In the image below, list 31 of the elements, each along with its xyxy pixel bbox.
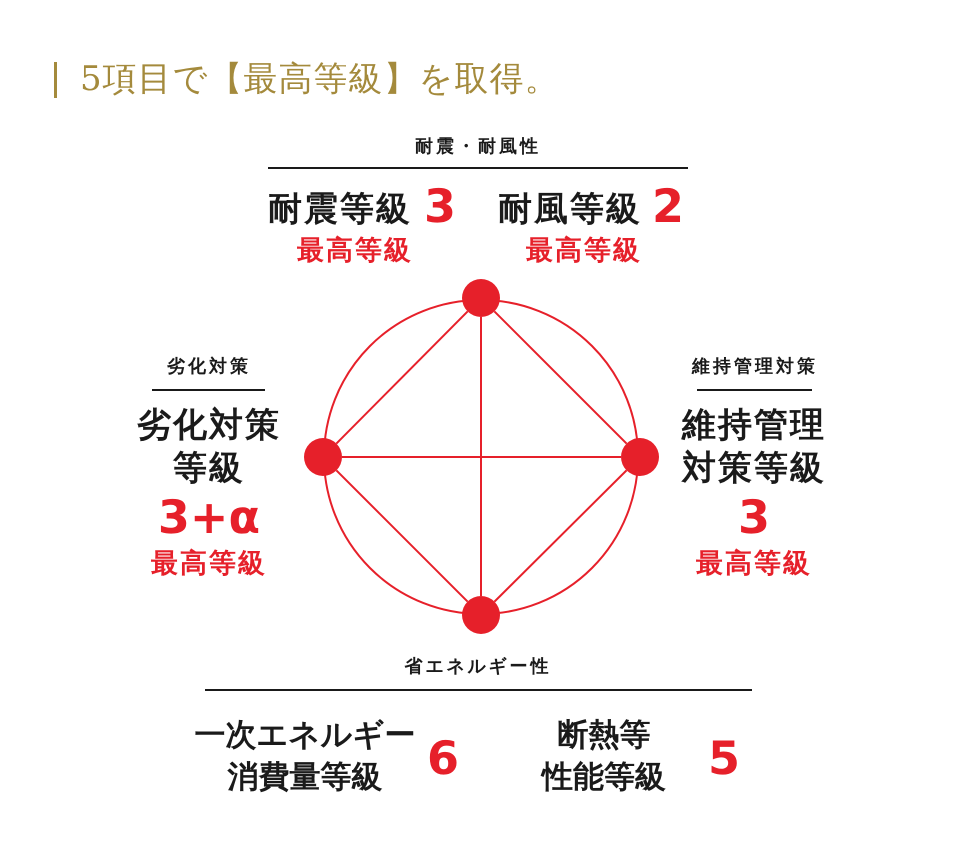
category-heading: 劣化対策 bbox=[167, 355, 251, 379]
node-dot bbox=[304, 438, 342, 476]
grade-name: 維持管理対策等級 bbox=[682, 404, 826, 490]
grade-name: 一次エネルギー消費量等級 bbox=[194, 716, 416, 797]
category-heading: 省エネルギー性 bbox=[404, 655, 552, 679]
connector-line bbox=[494, 470, 628, 602]
grade-name: 耐風等級 bbox=[498, 188, 642, 231]
grade-number: 3+α bbox=[158, 492, 260, 542]
connector-line bbox=[336, 310, 468, 444]
top-grade-label: 最高等級 bbox=[151, 548, 267, 580]
category-heading: 耐震・耐風性 bbox=[415, 135, 541, 159]
category-heading: 維持管理対策 bbox=[692, 355, 818, 379]
node-dot bbox=[462, 279, 500, 317]
connector-line bbox=[336, 470, 468, 602]
grade-name: 断熱等性能等級 bbox=[542, 716, 666, 797]
connector-line bbox=[494, 310, 628, 444]
page-title: 5項目で【最高等級】を取得。 bbox=[80, 58, 560, 100]
connector-line bbox=[342, 456, 621, 458]
connector-line bbox=[480, 317, 482, 596]
grade-number: 3 bbox=[424, 181, 456, 231]
top-grade-label: 最高等級 bbox=[297, 235, 413, 267]
grade-number: 3 bbox=[738, 492, 770, 542]
grade-number: 6 bbox=[427, 733, 459, 783]
grade-number: 2 bbox=[652, 181, 684, 231]
grade-name: 耐震等級 bbox=[268, 188, 412, 231]
grade-name: 劣化対策等級 bbox=[137, 404, 281, 490]
top-grade-label: 最高等級 bbox=[696, 548, 812, 580]
grade-number: 5 bbox=[708, 733, 740, 783]
node-dot bbox=[621, 438, 659, 476]
node-dot bbox=[462, 596, 500, 634]
top-grade-label: 最高等級 bbox=[526, 235, 642, 267]
